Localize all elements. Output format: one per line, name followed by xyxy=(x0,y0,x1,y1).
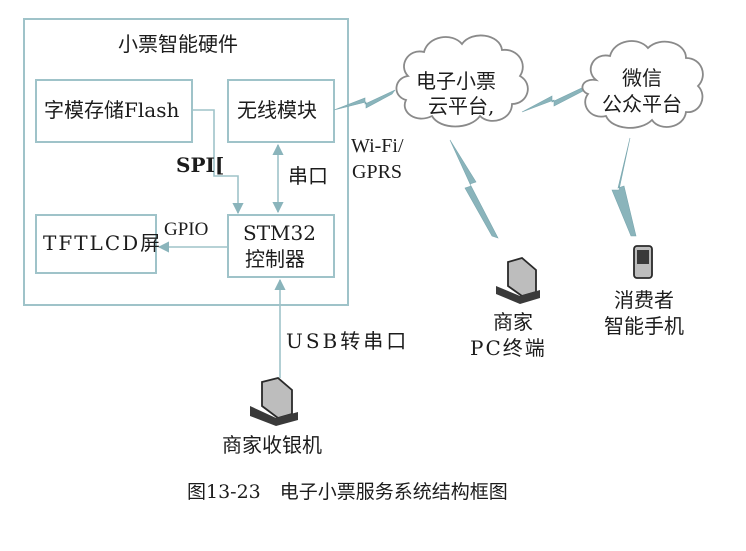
lcd-block-label: TFTLCD屏 xyxy=(43,231,162,255)
figure-caption: 图13-23 电子小票服务系统结构框图 xyxy=(187,481,508,503)
usb-label: USB转串口 xyxy=(286,329,409,353)
cashier-machine-icon xyxy=(250,377,298,426)
wechat-cloud-platform xyxy=(581,40,704,129)
lcd-block xyxy=(35,214,157,274)
smartphone-icon xyxy=(633,245,653,279)
wifi-label-2: GPRS xyxy=(352,161,402,183)
merchant-pc-label-2: PC终端 xyxy=(470,336,547,360)
ticket-cloud-label-2: 云平台, xyxy=(428,94,494,118)
wechat-cloud-label-2: 公众平台 xyxy=(602,92,682,116)
cloud-link-bolt xyxy=(521,85,587,113)
wireless-module-block xyxy=(227,79,335,143)
flash-block-label: 字模存储Flash xyxy=(44,98,179,122)
merchant-pc-label-1: 商家 xyxy=(493,310,533,334)
phone-link-bolt xyxy=(611,137,637,237)
pc-link-bolt xyxy=(449,139,499,239)
mcu-block xyxy=(227,214,335,278)
hardware-title: 小票智能硬件 xyxy=(118,32,238,56)
gpio-label: GPIO xyxy=(164,219,208,240)
mcu-block-label-1: STM32 xyxy=(243,221,316,245)
ticket-cloud-label-1: 电子小票 xyxy=(416,69,496,93)
wechat-cloud-label-1: 微信 xyxy=(622,66,662,90)
flash-block xyxy=(35,79,193,143)
cashier-machine-label: 商家收银机 xyxy=(222,433,322,457)
consumer-phone-label-1: 消费者 xyxy=(614,288,674,312)
wireless-module-label: 无线模块 xyxy=(237,98,317,122)
spi-connector xyxy=(192,109,244,215)
ticket-cloud-platform xyxy=(395,34,529,128)
spi-label: SPI[ xyxy=(176,153,224,177)
merchant-pc-icon xyxy=(496,257,540,304)
uart-label: 串口 xyxy=(288,164,328,188)
wireless-link-bolt xyxy=(333,89,396,111)
consumer-phone-label-2: 智能手机 xyxy=(604,314,684,338)
mcu-block-label-2: 控制器 xyxy=(245,247,305,271)
wifi-label-1: Wi-Fi/ xyxy=(351,135,404,157)
